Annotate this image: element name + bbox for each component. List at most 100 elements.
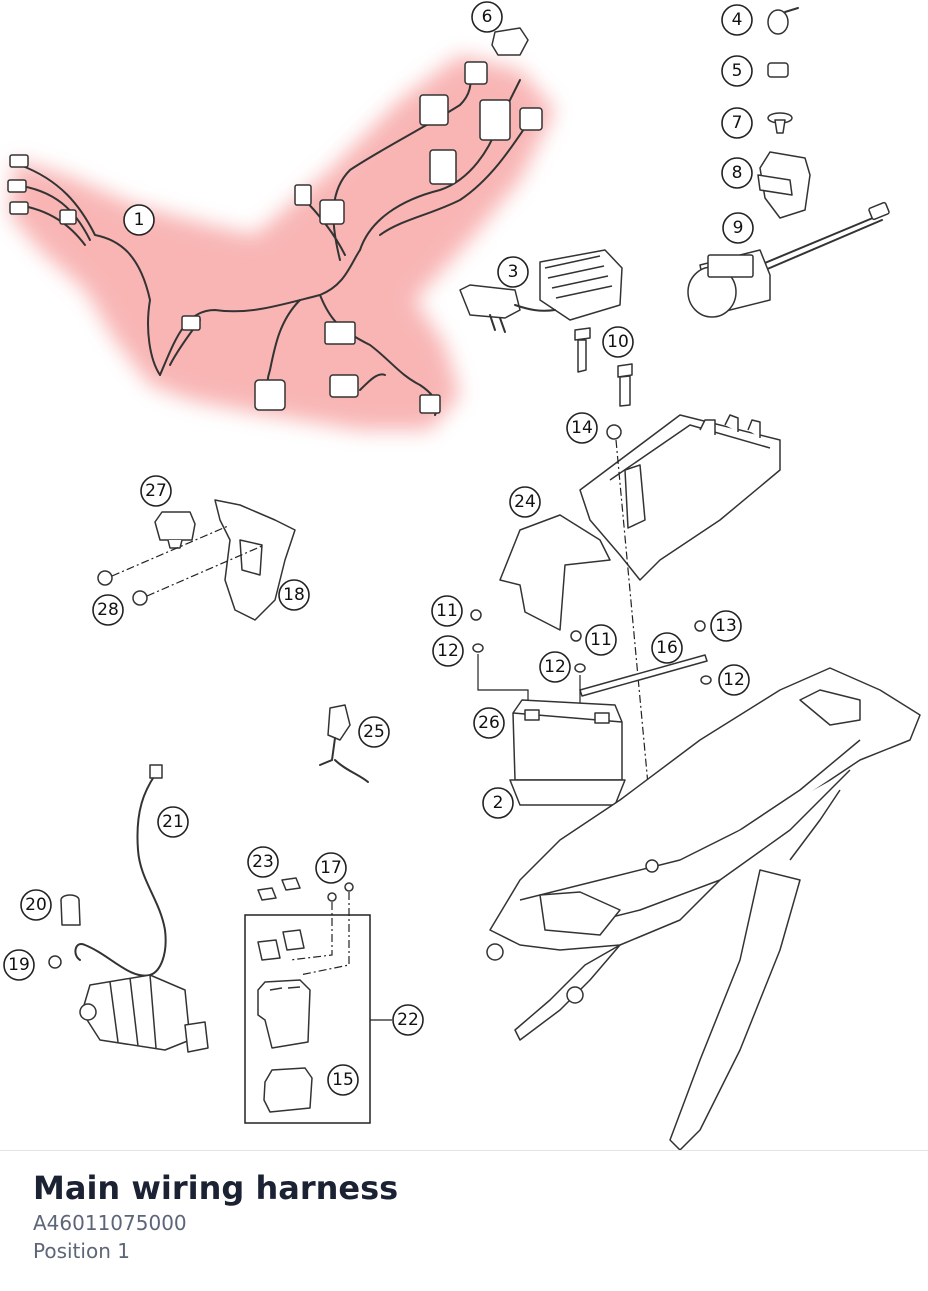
svg-text:25: 25	[363, 722, 385, 742]
svg-text:2: 2	[493, 793, 504, 813]
callout-11-right[interactable]: 11	[585, 624, 617, 656]
part-info-footer: Main wiring harness A46011075000 Positio…	[0, 1150, 928, 1291]
callout-7[interactable]: 7	[721, 107, 753, 139]
callout-20[interactable]: 20	[20, 889, 52, 921]
callout-12-left[interactable]: 12	[432, 635, 464, 667]
screw-part-11-left[interactable]	[470, 609, 482, 621]
fuse-box[interactable]	[257, 979, 311, 1049]
callout-10[interactable]: 10	[602, 326, 634, 358]
callout-18[interactable]: 18	[278, 579, 310, 611]
svg-text:15: 15	[332, 1070, 354, 1090]
voltage-regulator-part-3[interactable]	[459, 249, 623, 333]
svg-text:8: 8	[732, 163, 743, 183]
push-rivet-part-7[interactable]	[767, 112, 793, 134]
callout-12-middle[interactable]: 12	[539, 651, 571, 683]
callout-8[interactable]: 8	[721, 157, 753, 189]
svg-text:27: 27	[145, 481, 167, 501]
callout-6[interactable]: 6	[471, 1, 503, 33]
connector-cover-part-8[interactable]	[757, 151, 811, 219]
svg-text:17: 17	[320, 858, 342, 878]
starter-motor[interactable]	[79, 974, 209, 1053]
clip-part-5[interactable]	[767, 62, 789, 78]
svg-text:16: 16	[656, 638, 678, 658]
svg-text:18: 18	[283, 585, 305, 605]
callout-1[interactable]: 1	[123, 204, 155, 236]
fuse-box-cover-part-15[interactable]	[263, 1067, 313, 1113]
svg-text:28: 28	[97, 600, 119, 620]
part-position: Position 1	[33, 1239, 130, 1263]
bracket-part-18[interactable]	[214, 499, 296, 621]
screw-part-17[interactable]	[327, 882, 354, 902]
svg-text:19: 19	[8, 955, 30, 975]
callout-9[interactable]: 9	[722, 212, 754, 244]
nut-part-28[interactable]	[97, 570, 148, 606]
svg-text:14: 14	[571, 418, 593, 438]
part-number: A46011075000	[33, 1211, 187, 1235]
battery-base-part-2[interactable]	[509, 779, 626, 806]
svg-text:3: 3	[508, 262, 519, 282]
callout-4[interactable]: 4	[721, 4, 753, 36]
svg-text:11: 11	[590, 630, 612, 650]
connector-part-6[interactable]	[491, 27, 529, 56]
callout-11-left[interactable]: 11	[431, 595, 463, 627]
svg-text:20: 20	[25, 895, 47, 915]
cable-part-25[interactable]	[319, 704, 369, 783]
svg-text:11: 11	[436, 601, 458, 621]
rear-frame[interactable]	[486, 667, 921, 1150]
fuse-part-23[interactable]	[257, 877, 301, 901]
callout-12-right[interactable]: 12	[718, 664, 750, 696]
callout-21[interactable]: 21	[157, 806, 189, 838]
callout-23[interactable]: 23	[247, 846, 279, 878]
washer-part-12-middle[interactable]	[574, 663, 586, 673]
callout-13[interactable]: 13	[710, 610, 742, 642]
battery-part-26[interactable]	[512, 699, 623, 781]
svg-text:22: 22	[397, 1010, 419, 1030]
part-title: Main wiring harness	[33, 1169, 399, 1207]
nut-part-19[interactable]	[48, 955, 62, 969]
svg-text:12: 12	[723, 670, 745, 690]
svg-text:10: 10	[607, 332, 629, 352]
callout-25[interactable]: 25	[358, 716, 390, 748]
svg-text:7: 7	[732, 113, 743, 133]
callout-2[interactable]: 2	[482, 787, 514, 819]
callout-28[interactable]: 28	[92, 594, 124, 626]
starter-cable-part-21[interactable]	[74, 764, 167, 977]
callout-14[interactable]: 14	[566, 412, 598, 444]
rod-part-16[interactable]	[579, 654, 708, 697]
callout-19[interactable]: 19	[3, 949, 35, 981]
callout-15[interactable]: 15	[327, 1064, 359, 1096]
screw-part-13[interactable]	[694, 620, 706, 632]
screw-part-11-right[interactable]	[570, 630, 582, 642]
sleeve-part-20[interactable]	[60, 894, 81, 926]
exploded-parts-diagram: 1 2 3 4 5 6 7 8 9 10 11 11 12 12 12 13 1…	[3, 1, 921, 1150]
callout-24[interactable]: 24	[509, 486, 541, 518]
main-wiring-harness[interactable]	[7, 61, 543, 416]
buzzer-part-9[interactable]	[687, 201, 890, 318]
fuse-set[interactable]	[257, 929, 305, 961]
svg-text:24: 24	[514, 492, 536, 512]
callout-17[interactable]: 17	[315, 852, 347, 884]
callout-27[interactable]: 27	[140, 475, 172, 507]
bolt-part-10[interactable]	[574, 327, 633, 407]
harness-highlight[interactable]	[10, 55, 555, 430]
svg-text:9: 9	[733, 218, 744, 238]
svg-text:5: 5	[732, 61, 743, 81]
svg-text:21: 21	[162, 812, 184, 832]
svg-text:26: 26	[478, 713, 500, 733]
callout-5[interactable]: 5	[721, 55, 753, 87]
protector-part-27[interactable]	[154, 511, 196, 549]
battery-holder-part-24[interactable]	[499, 414, 781, 631]
svg-text:4: 4	[732, 10, 743, 30]
screw-part-14[interactable]	[606, 424, 622, 440]
fuse-box-kit-frame	[244, 914, 371, 1124]
callout-22[interactable]: 22	[392, 1004, 424, 1036]
washer-part-12-right[interactable]	[700, 675, 712, 685]
cable-tie-part-4[interactable]	[767, 7, 799, 35]
washer-part-12-left[interactable]	[472, 643, 484, 653]
svg-text:23: 23	[252, 852, 274, 872]
callout-3[interactable]: 3	[497, 256, 529, 288]
svg-text:13: 13	[715, 616, 737, 636]
callout-26[interactable]: 26	[473, 707, 505, 739]
callout-16[interactable]: 16	[651, 632, 683, 664]
svg-text:6: 6	[482, 7, 493, 27]
